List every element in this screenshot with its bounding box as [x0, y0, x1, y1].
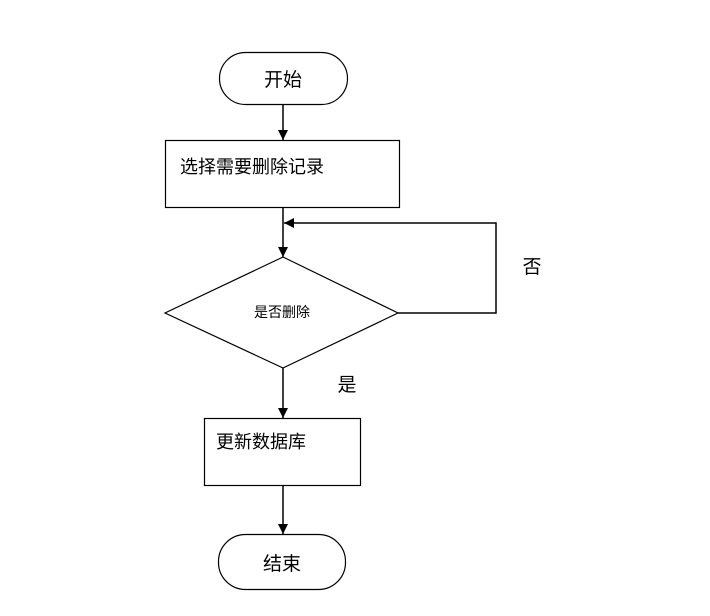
- update-process-box: [203, 417, 362, 487]
- select-process-label: 选择需要删除记录: [180, 157, 324, 178]
- no-loop-line: [284, 218, 497, 314]
- start-label: 开始: [264, 69, 302, 91]
- yes-branch-label: 是: [337, 374, 356, 396]
- start-terminator: [218, 51, 349, 106]
- decision-label: 是否删除: [254, 305, 310, 321]
- end-label: 结束: [263, 553, 301, 575]
- select-process-box: [164, 139, 401, 209]
- end-terminator: [217, 533, 347, 591]
- no-branch-label: 否: [522, 256, 541, 278]
- update-process-label: 更新数据库: [216, 432, 306, 453]
